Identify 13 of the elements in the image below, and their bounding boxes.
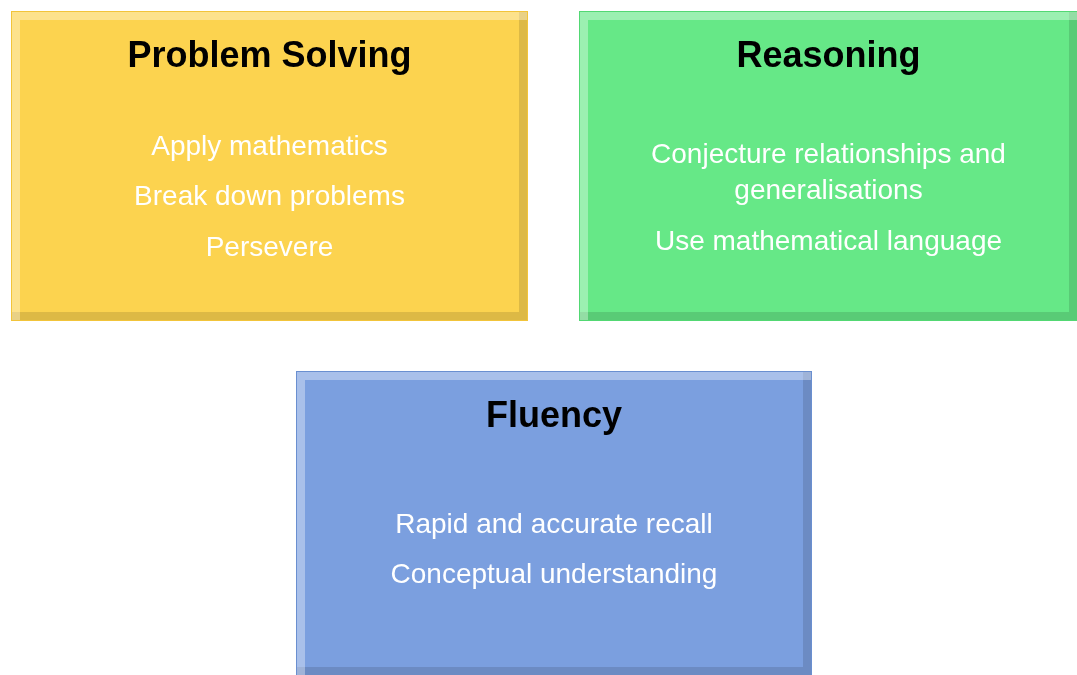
box-heading: Problem Solving xyxy=(127,34,412,76)
skill-text: Conjecture relationships and generalisations xyxy=(650,137,1007,208)
skill-text: Rapid and accurate recall xyxy=(395,507,713,541)
skill-text: Apply mathematics xyxy=(151,129,388,163)
box-heading: Fluency xyxy=(485,394,622,436)
skill-text: Break down problems xyxy=(134,179,405,214)
skill-text: Persevere xyxy=(205,229,334,264)
category-box xyxy=(297,372,811,675)
category-box xyxy=(580,12,1077,320)
skill-text: Use mathematical language xyxy=(654,223,1003,258)
skill-text: Conceptual understanding xyxy=(390,557,718,592)
category-box xyxy=(12,12,527,320)
box-heading: Reasoning xyxy=(736,34,921,76)
